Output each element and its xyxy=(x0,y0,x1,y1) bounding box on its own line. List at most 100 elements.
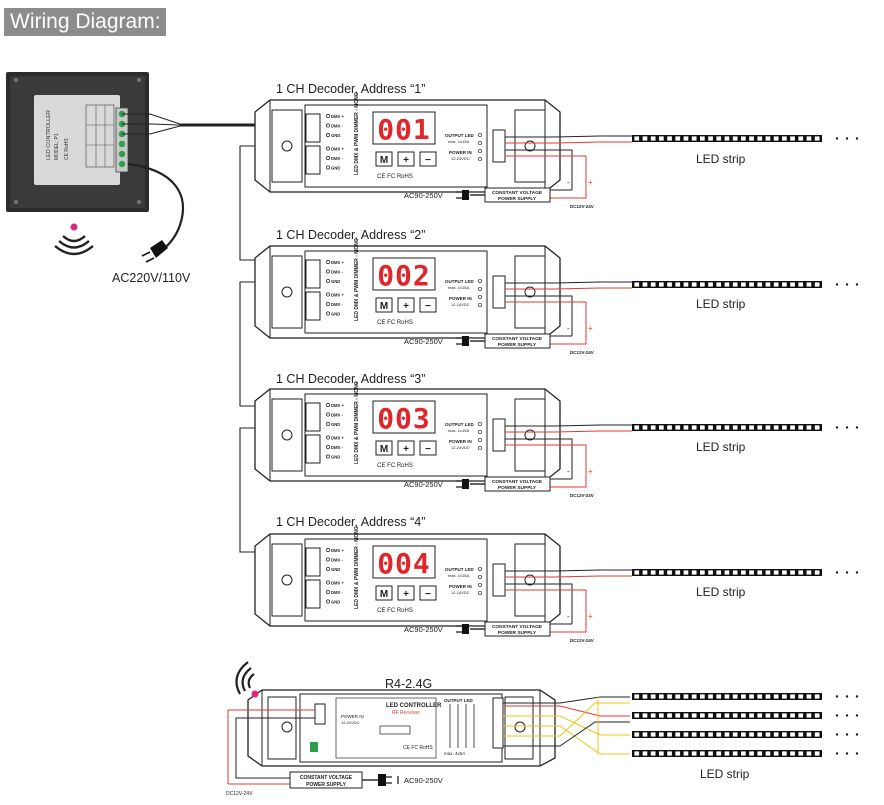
led-chip xyxy=(797,424,804,431)
led-chip xyxy=(740,281,747,288)
display-value: 003 xyxy=(377,402,431,435)
decoder-2-title: 1 CH Decoder, Address “2” xyxy=(276,228,426,242)
output-screw xyxy=(477,582,483,588)
power-wire-neg xyxy=(505,295,573,336)
psu-minus-label: - xyxy=(567,178,570,187)
terminal-label: DMX + xyxy=(331,147,344,152)
led-chip xyxy=(740,750,747,757)
psu-line2: POWER SUPPLY xyxy=(498,485,537,491)
led-chip xyxy=(650,424,657,431)
terminal-screw xyxy=(326,599,330,604)
max-rating-label: max. 1x15A xyxy=(448,428,469,433)
led-chip xyxy=(666,135,673,142)
led-wire-neg xyxy=(505,281,632,284)
terminal-label: DMX + xyxy=(331,293,344,298)
led-chip xyxy=(650,712,657,719)
led-chip xyxy=(691,693,698,700)
screw-hole xyxy=(281,140,293,152)
decoder-display: 001 xyxy=(372,111,436,146)
continuation-dot xyxy=(835,137,839,140)
led-chip xyxy=(723,569,731,576)
left-cover xyxy=(271,543,303,617)
led-chip xyxy=(658,712,665,719)
output-screw xyxy=(477,302,483,308)
continuation-dot xyxy=(835,695,839,698)
receiver-subtitle: RF Receiver xyxy=(392,710,420,716)
led-chip xyxy=(650,731,657,738)
decoder-button-label: − xyxy=(425,155,431,166)
led-chip xyxy=(682,731,690,738)
led-chip xyxy=(707,712,714,719)
output-screw xyxy=(477,445,483,451)
led-chip xyxy=(740,424,747,431)
led-chip xyxy=(732,750,739,757)
diagram-title: Wiring Diagram: xyxy=(4,8,166,36)
right-cover xyxy=(514,543,546,617)
led-chip xyxy=(805,281,813,288)
led-chip xyxy=(756,424,763,431)
led-chip xyxy=(691,750,698,757)
power-wire-pos xyxy=(505,589,587,633)
decoder-button xyxy=(375,151,393,167)
led-chip xyxy=(674,750,681,757)
right-cover xyxy=(514,255,546,329)
terminal-label: GND xyxy=(331,600,340,605)
psu-line2: POWER SUPPLY xyxy=(498,196,537,202)
power-volts-label: 12-24VDC xyxy=(451,445,470,450)
receiver-output-label: OUTPUT LED xyxy=(444,698,473,703)
led-chip xyxy=(740,693,747,700)
psu-minus-label: - xyxy=(567,324,570,333)
led-chip xyxy=(633,693,640,700)
led-chip xyxy=(691,135,698,142)
power-wire-neg xyxy=(505,583,573,624)
led-strip xyxy=(632,135,859,142)
led-chip xyxy=(641,712,649,719)
led-chip xyxy=(740,731,747,738)
led-chip xyxy=(641,750,649,757)
terminal-label: GND xyxy=(331,133,340,138)
mains-voltage-label: AC220V/110V xyxy=(112,271,191,285)
led-chip xyxy=(773,569,780,576)
terminal-screw xyxy=(326,567,330,571)
continuation-dot xyxy=(845,695,849,698)
receiver-certs: CE FC RoHS xyxy=(403,745,433,751)
led-chip xyxy=(723,712,731,719)
output-led-label: OUTPUT LED xyxy=(445,567,474,572)
continuation-dot xyxy=(835,283,839,286)
display-frame xyxy=(372,400,436,434)
terminal-screw xyxy=(326,548,330,552)
terminal-label: DMX - xyxy=(331,445,343,450)
terminal-label: DMX + xyxy=(331,114,344,119)
dc-voltage-label: DC12V-24V xyxy=(570,638,594,643)
led-chip xyxy=(650,281,657,288)
led-chip xyxy=(715,135,722,142)
led-chip xyxy=(707,135,714,142)
led-chip xyxy=(748,712,755,719)
led-chip xyxy=(756,281,763,288)
continuation-dot xyxy=(835,426,839,429)
dmx-out-terminal xyxy=(305,434,321,464)
led-chip xyxy=(682,693,690,700)
decoder-model-text: LED DMX & PWM DIMMER - MONO xyxy=(354,381,360,464)
decoder-1-title: 1 CH Decoder, Address “1” xyxy=(276,82,426,96)
led-chip xyxy=(764,135,772,142)
led-chip xyxy=(666,569,673,576)
led-chip xyxy=(805,569,813,576)
continuation-dot xyxy=(855,137,859,140)
led-chip xyxy=(814,424,821,431)
led-chip xyxy=(682,135,690,142)
led-chip xyxy=(650,135,657,142)
led-chip xyxy=(658,569,665,576)
output-terminal xyxy=(492,563,506,597)
led-chip xyxy=(723,135,731,142)
led-wire-neg xyxy=(505,569,632,572)
led-chip xyxy=(756,712,763,719)
receiver-power-in: POWER IN xyxy=(341,714,364,719)
left-cover xyxy=(271,398,303,472)
continuation-dot xyxy=(845,283,849,286)
led-chip xyxy=(707,569,714,576)
led-chip xyxy=(658,135,665,142)
led-chip xyxy=(633,569,640,576)
receiver-strip-label: LED strip xyxy=(700,767,750,781)
